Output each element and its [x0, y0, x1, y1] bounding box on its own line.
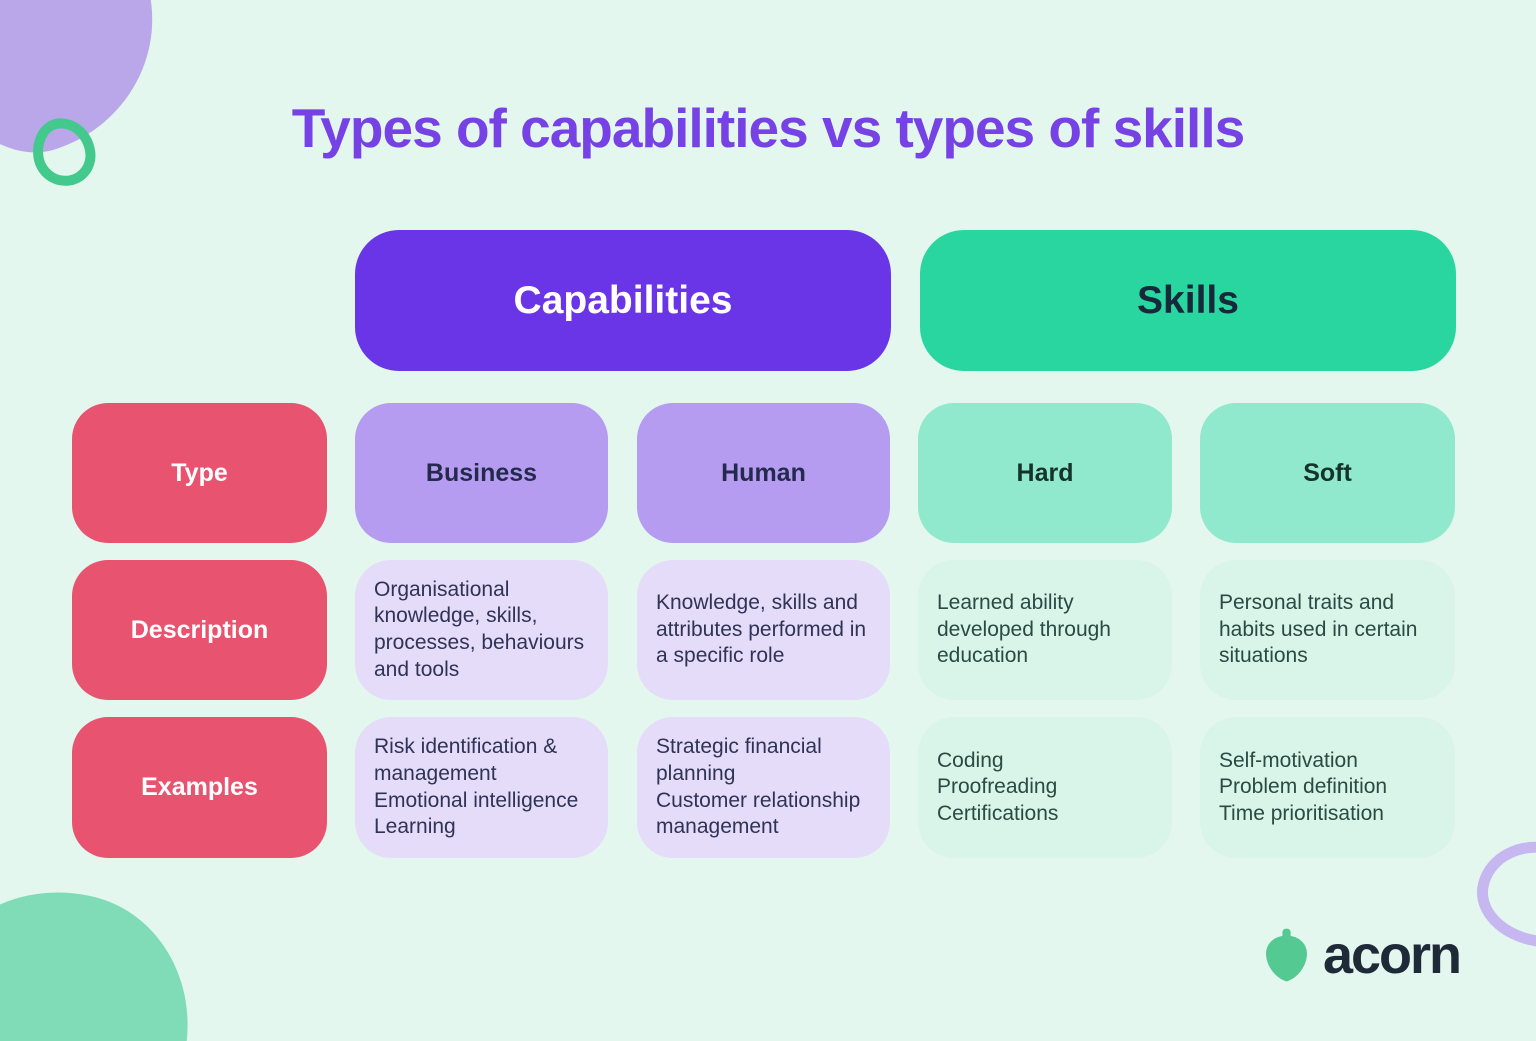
type-cell-business-label: Business	[425, 458, 538, 487]
type-cell-business: Business	[355, 403, 608, 543]
acorn-logo: acorn	[1263, 924, 1462, 986]
type-cell-soft: Soft	[1200, 403, 1455, 543]
row-label-type: Type	[72, 403, 327, 543]
skills-header-label: Skills	[1137, 278, 1239, 322]
acorn-icon	[1265, 928, 1307, 982]
type-cell-hard-label: Hard	[1016, 458, 1074, 487]
type-cell-human: Human	[637, 403, 890, 543]
decor-purple-ring	[1469, 833, 1536, 955]
row-label-type-text: Type	[171, 458, 228, 487]
type-cell-human-label: Human	[721, 458, 806, 487]
row-label-examples-text: Examples	[141, 773, 258, 801]
description-cell-human: Knowledge, skills and attributes perform…	[637, 560, 890, 700]
decor-green-blob	[0, 864, 217, 1041]
capabilities-header: Capabilities	[355, 230, 891, 371]
row-label-description: Description	[72, 560, 327, 700]
page-title: Types of capabilities vs types of skills	[291, 97, 1245, 159]
capabilities-header-label: Capabilities	[513, 278, 733, 322]
acorn-logo-text: acorn	[1322, 925, 1462, 985]
row-label-description-text: Description	[130, 615, 269, 644]
row-label-examples: Examples	[72, 717, 327, 858]
type-cell-hard: Hard	[918, 403, 1172, 543]
description-cell-business: Organisational knowledge, skills, proces…	[355, 560, 608, 700]
description-cell-soft: Personal traits and habits used in certa…	[1200, 560, 1455, 700]
type-cell-soft-label: Soft	[1303, 458, 1352, 487]
description-cell-hard: Learned ability developed through educat…	[918, 560, 1172, 700]
skills-header: Skills	[920, 230, 1456, 371]
